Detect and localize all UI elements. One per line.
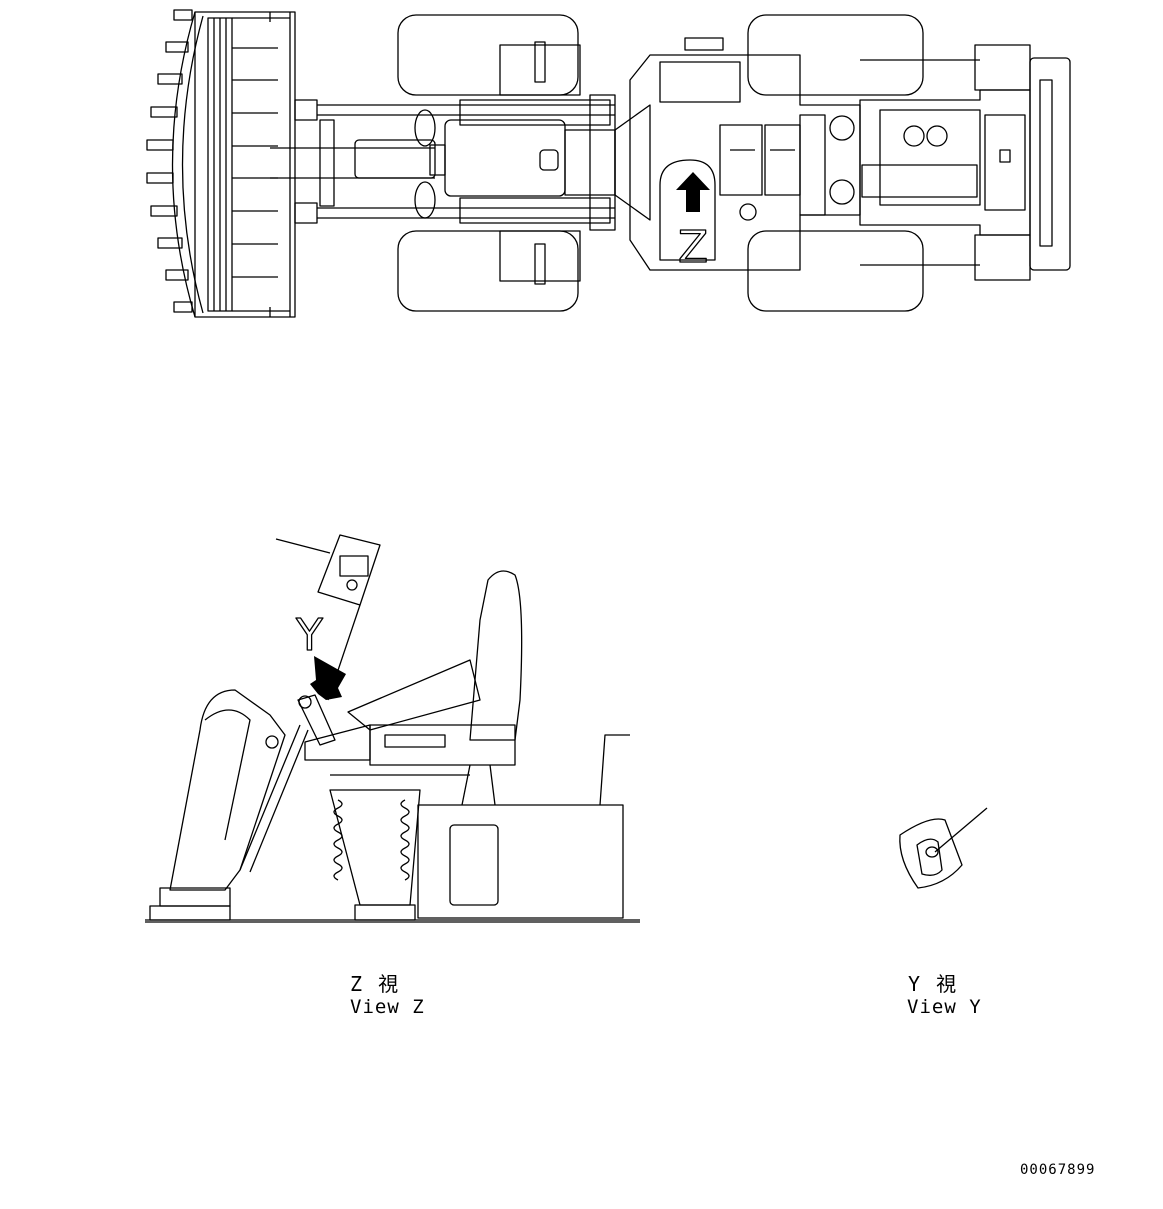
view-z-caption-jp: Z 視 — [350, 972, 401, 996]
counterweight — [974, 44, 1071, 281]
view-y-caption-en: View Y — [907, 996, 982, 1018]
view-y-caption-jp: Y 視 — [908, 972, 959, 996]
operator-seat — [297, 570, 523, 766]
arrow-z: Z — [676, 172, 710, 274]
arrow-y: Y — [294, 609, 346, 700]
bucket-teeth — [146, 9, 193, 313]
document-number: 00067899 — [1020, 1162, 1096, 1178]
loader-top-view: Z — [146, 9, 1071, 318]
cab — [629, 37, 861, 271]
view-y-drawing — [899, 807, 988, 889]
lift-arms — [270, 99, 615, 224]
control-console — [149, 689, 309, 921]
arrow-y-label: Y — [295, 610, 323, 661]
storage-box — [417, 734, 630, 919]
seat-suspension — [329, 764, 496, 921]
engine-hood — [829, 59, 1031, 266]
arrow-z-label: Z — [678, 222, 708, 273]
view-z-caption-en: View Z — [350, 996, 425, 1018]
front-wheels — [397, 14, 616, 312]
rear-wheels — [747, 14, 924, 312]
view-z-drawing: Y — [145, 534, 640, 923]
articulation-joint — [564, 104, 651, 221]
bucket — [171, 11, 296, 318]
